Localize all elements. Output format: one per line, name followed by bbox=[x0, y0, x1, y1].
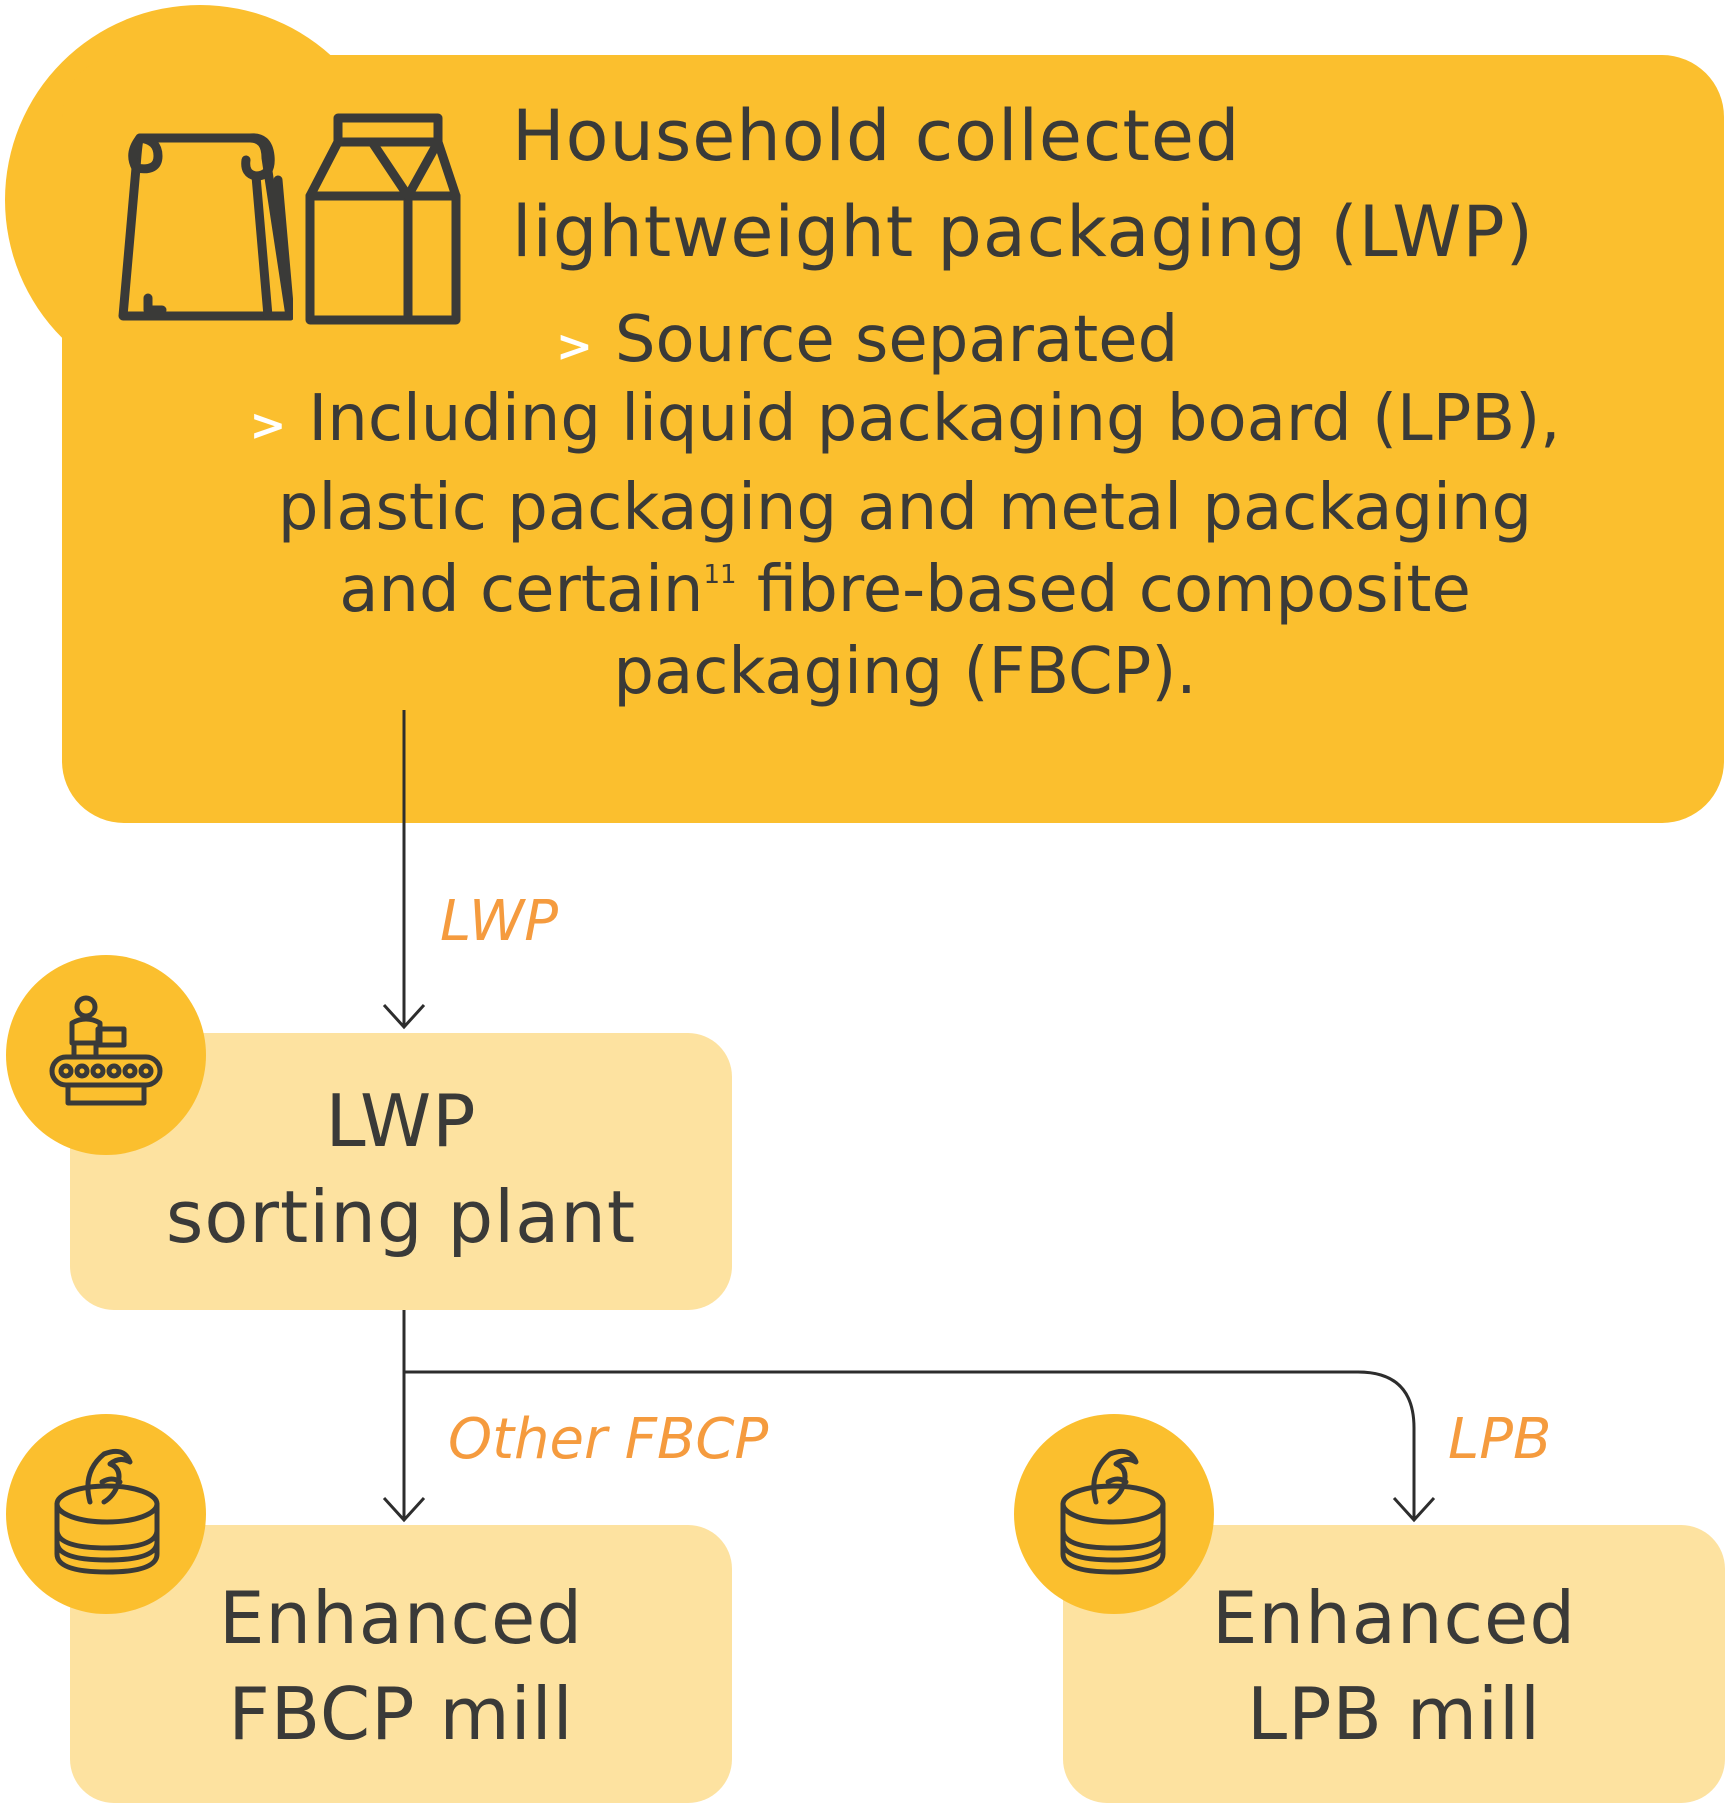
bullet-arrow-icon: > bbox=[556, 321, 593, 372]
footnote-marker: 11 bbox=[703, 560, 737, 590]
paper-roll-icon bbox=[1060, 1448, 1166, 1575]
bullet2-line4: packaging (FBCP). bbox=[613, 635, 1197, 709]
fbcp-mill-label-line1: Enhanced bbox=[218, 1576, 584, 1660]
bullet1-text: Source separated bbox=[614, 303, 1179, 377]
source-box bbox=[62, 55, 1724, 823]
sorting-plant-label: LWP sorting plant bbox=[70, 1073, 732, 1265]
bullet2-line3-pre: and certain bbox=[339, 553, 704, 627]
bullet2-line3-post: fibre-based composite bbox=[736, 553, 1471, 627]
edge-label-lwp: LWP bbox=[440, 889, 559, 954]
lpb-mill-label-line1: Enhanced bbox=[1211, 1576, 1577, 1660]
source-title-line1: Household collected bbox=[512, 95, 1241, 177]
fbcp-mill-icon-circle bbox=[6, 1414, 206, 1614]
bullet2-line3: and certain11 fibre-based composite bbox=[195, 549, 1615, 631]
arrowhead-sorting bbox=[382, 1003, 426, 1030]
fbcp-mill-label-line2: FBCP mill bbox=[228, 1672, 574, 1756]
bullet-arrow-icon: > bbox=[249, 400, 287, 451]
arrowhead-lpb bbox=[1392, 1496, 1436, 1523]
lpb-mill-label: Enhanced LPB mill bbox=[1063, 1570, 1725, 1762]
source-title-line2: lightweight packaging (LWP) bbox=[512, 191, 1534, 273]
conveyor-worker-icon bbox=[49, 995, 163, 1106]
bullet-included-packaging: > Including liquid packaging board (LPB),… bbox=[195, 378, 1615, 713]
bullet-source-separated: > Source separated bbox=[556, 300, 1656, 387]
sorting-plant-label-line1: LWP bbox=[325, 1079, 477, 1163]
milk-carton-icon bbox=[305, 113, 461, 325]
bullet2-line2: plastic packaging and metal packaging bbox=[277, 471, 1533, 545]
lpb-mill-icon-circle bbox=[1014, 1414, 1214, 1614]
sorting-plant-label-line2: sorting plant bbox=[165, 1175, 637, 1259]
paper-roll-icon bbox=[54, 1448, 160, 1575]
arrowhead-fbcp bbox=[382, 1496, 426, 1523]
fbcp-mill-label: Enhanced FBCP mill bbox=[70, 1570, 732, 1762]
edge-label-lpb: LPB bbox=[1448, 1407, 1552, 1472]
connector-sorting-to-lpb bbox=[404, 1370, 1416, 1518]
lpb-mill-label-line2: LPB mill bbox=[1247, 1672, 1541, 1756]
source-title: Household collected lightweight packagin… bbox=[512, 88, 1712, 280]
edge-label-other-fbcp: Other FBCP bbox=[448, 1407, 769, 1472]
bullet2-line1: Including liquid packaging board (LPB), bbox=[308, 382, 1561, 456]
paper-bag-icon bbox=[118, 133, 293, 321]
